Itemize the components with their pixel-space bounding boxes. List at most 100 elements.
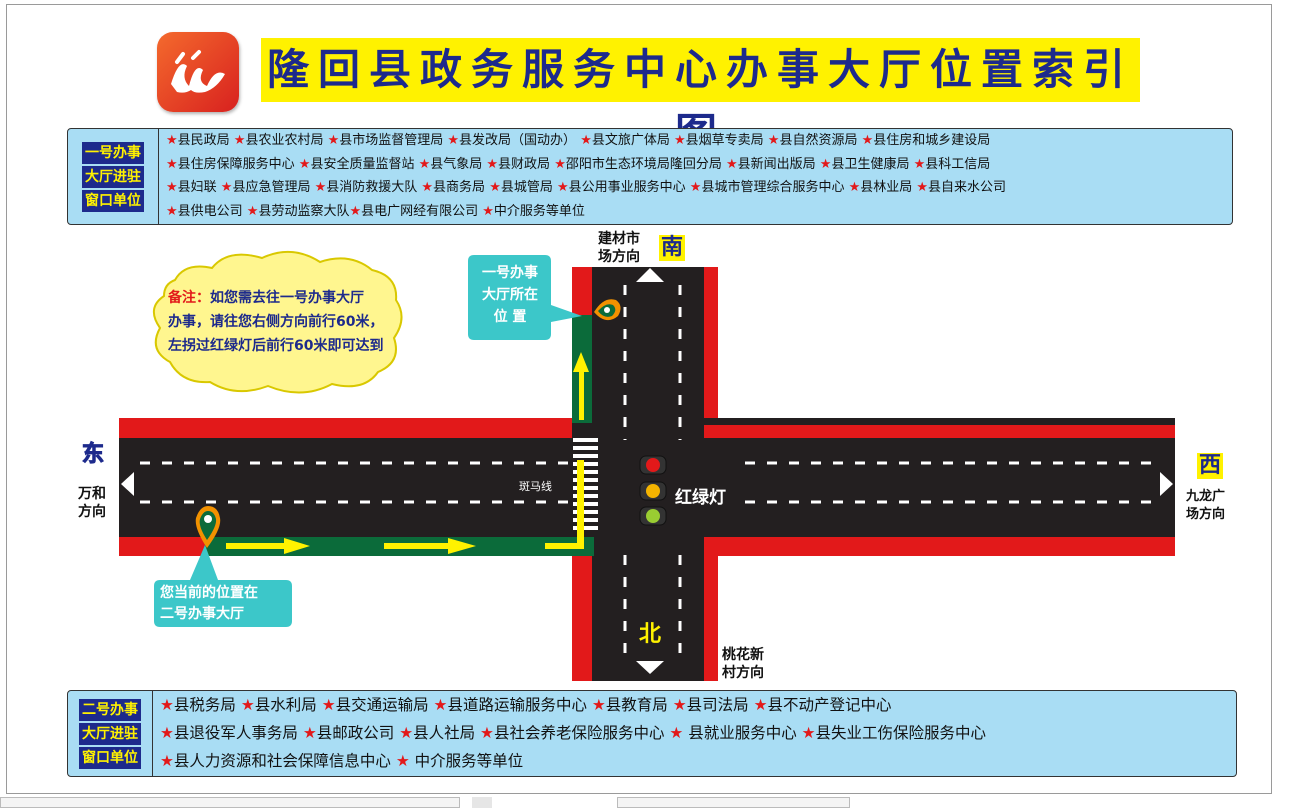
hall1-units-line: ★县住房保障服务中心 ★县安全质量监督站 ★县气象局 ★县财政局 ★邵阳市生态环… [166, 156, 991, 172]
dest-line: 建材市 [598, 231, 640, 247]
east-arrow-icon [121, 472, 134, 496]
dest-line: 万和 [78, 486, 106, 502]
hall1-units-line: ★县妇联 ★县应急管理局 ★县消防救援大队 ★县商务局 ★县城管局 ★县公用事业… [166, 180, 1007, 196]
callout-line: 位 置 [493, 309, 527, 325]
south-direction-label: 南 [659, 235, 686, 261]
star-icon: ★ [556, 180, 569, 196]
hall1-label-line: 一号办事 [82, 141, 144, 164]
current-location-pin-icon [195, 506, 221, 548]
note-line: 如您需去往一号办事大厅 [210, 290, 364, 306]
dest-line: 九龙广 [1186, 489, 1226, 504]
star-icon: ★ [302, 723, 317, 742]
zebra-crossing [573, 438, 598, 530]
hall2-units-line: ★县退役军人事务局 ★县邮政公司 ★县人社局 ★县社会养老保险服务中心 ★ 县就… [160, 723, 987, 742]
star-icon: ★ [689, 180, 702, 196]
bottom-field-middle[interactable] [472, 797, 492, 808]
hall2-label-line: 二号办事 [79, 698, 141, 721]
note-line: 左拐过红绿灯后前行60米即可达到 [168, 338, 384, 354]
hall1-units-line: ★县民政局 ★县农业农村局 ★县市场监督管理局 ★县发改局（国动办） ★县文旅广… [166, 132, 991, 148]
star-icon: ★ [314, 180, 327, 196]
star-icon: ★ [848, 180, 861, 196]
bottom-field-left[interactable] [0, 797, 460, 808]
star-icon: ★ [819, 156, 832, 172]
hall1-units-line: ★县供电公司 ★县劳动监察大队★县电广网经有限公司 ★中介服务等单位 [166, 204, 585, 220]
star-icon: ★ [591, 695, 606, 714]
hall2-units-line: ★县人力资源和社会保障信息中心 ★ 中介服务等单位 [160, 752, 524, 771]
hall1-label-line: 窗口单位 [82, 189, 144, 212]
star-icon: ★ [913, 156, 926, 172]
south-destination-label: 建材市 场方向 [598, 230, 640, 266]
note-line: 办事，请往您右侧方向前行60米， [168, 314, 384, 330]
hall2-label-line: 窗口单位 [79, 746, 141, 769]
star-icon: ★ [233, 132, 246, 148]
page-title: 隆回县政务服务中心办事大厅位置索引图 [266, 45, 1134, 158]
star-icon: ★ [916, 180, 929, 196]
star-icon: ★ [486, 156, 499, 172]
hall1-label-line: 大厅进驻 [82, 165, 144, 188]
dest-line: 场方向 [1186, 507, 1226, 522]
hall2-label-line: 大厅进驻 [79, 722, 141, 745]
star-icon: ★ [349, 204, 362, 220]
west-arrow-icon [1160, 472, 1173, 496]
star-icon: ★ [861, 132, 874, 148]
star-icon: ★ [166, 132, 178, 148]
north-direction-label: 北 [639, 622, 662, 647]
current-callout-bubble [154, 545, 292, 627]
star-icon: ★ [554, 156, 566, 172]
callout-line: 您当前的位置在 [160, 585, 258, 601]
traffic-light-icon [639, 455, 667, 526]
star-icon: ★ [240, 695, 255, 714]
north-arrow-icon [636, 661, 664, 674]
callout-line: 二号办事大厅 [160, 606, 244, 622]
star-icon: ★ [580, 132, 592, 148]
star-icon: ★ [399, 723, 414, 742]
star-icon: ★ [801, 723, 816, 742]
hall2-units-label: 二号办事 大厅进驻 窗口单位 [68, 691, 153, 776]
star-icon: ★ [166, 156, 178, 172]
bottom-field-right[interactable] [617, 797, 850, 808]
traffic-light-label: 红绿灯 [675, 488, 726, 508]
title-banner: 隆回县政务服务中心办事大厅位置索引图 [261, 38, 1140, 158]
callout-line: 一号办事 [482, 265, 538, 281]
note-prefix: 备注： [168, 290, 210, 306]
current-location-callout-text: 您当前的位置在 二号办事大厅 [160, 583, 258, 625]
north-destination-label: 桃花新 村方向 [722, 646, 764, 682]
dest-line: 场方向 [598, 249, 640, 265]
star-icon: ★ [220, 180, 233, 196]
star-icon: ★ [160, 723, 174, 742]
star-icon: ★ [433, 695, 448, 714]
star-icon: ★ [421, 180, 434, 196]
zebra-crossing-label: 斑马线 [519, 480, 552, 493]
west-direction-label: 西 [1197, 453, 1224, 479]
star-icon: ★ [166, 204, 178, 220]
star-icon: ★ [767, 132, 780, 148]
dest-line: 村方向 [722, 665, 764, 681]
note-text: 备注：如您需去往一号办事大厅 办事，请往您右侧方向前行60米， 左拐过红绿灯后前… [168, 286, 383, 358]
star-icon: ★ [160, 752, 174, 771]
star-icon: ★ [160, 695, 174, 714]
dest-line: 方向 [78, 504, 106, 520]
star-icon: ★ [489, 180, 501, 196]
star-icon: ★ [327, 132, 340, 148]
star-icon: ★ [673, 132, 686, 148]
star-icon: ★ [418, 156, 431, 172]
star-icon: ★ [753, 695, 768, 714]
star-icon: ★ [480, 723, 494, 742]
dest-line: 桃花新 [722, 647, 764, 663]
star-icon: ★ [725, 156, 738, 172]
poster-frame [6, 4, 1272, 794]
star-icon: ★ [395, 752, 410, 771]
hall1-callout-text: 一号办事 大厅所在 位 置 [470, 262, 550, 328]
star-icon: ★ [447, 132, 460, 148]
hall1-location-pin-icon [594, 299, 621, 321]
hall2-units-line: ★县税务局 ★县水利局 ★县交通运输局 ★县道路运输服务中心 ★县教育局 ★县司… [160, 695, 892, 714]
hall1-units-panel: 一号办事 大厅进驻 窗口单位 ★县民政局 ★县农业农村局 ★县市场监督管理局 ★… [67, 128, 1233, 225]
star-icon: ★ [482, 204, 494, 220]
south-arrow-icon [636, 268, 664, 282]
hall1-units-label: 一号办事 大厅进驻 窗口单位 [68, 129, 159, 224]
star-icon: ★ [298, 156, 311, 172]
note-cloud [153, 251, 403, 394]
star-icon: ★ [672, 695, 687, 714]
hall2-units-list: ★县税务局 ★县水利局 ★县交通运输局 ★县道路运输服务中心 ★县教育局 ★县司… [160, 691, 1230, 776]
